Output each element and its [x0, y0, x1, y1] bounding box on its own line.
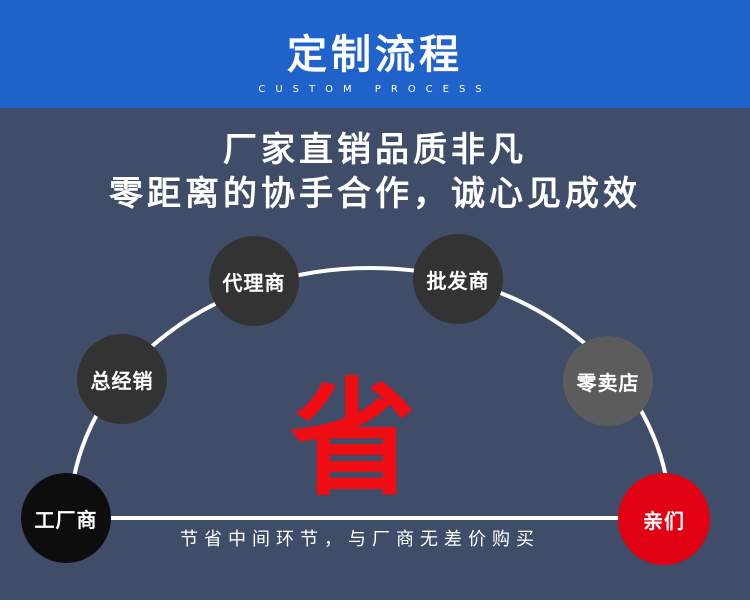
slogan-line-2: 零距离的协手合作，诚心见成效 — [109, 174, 641, 214]
node-general-distributor: 总经销 — [77, 334, 167, 424]
node-label: 工厂商 — [34, 507, 98, 532]
node-wholesaler: 批发商 — [413, 234, 503, 324]
node-agent: 代理商 — [209, 236, 299, 326]
node-factory: 工厂商 — [21, 473, 111, 563]
node-customer: 亲们 — [618, 473, 710, 565]
node-label: 总经销 — [90, 368, 154, 393]
page-subtitle: CUSTOM PROCESS — [258, 84, 492, 95]
bottom-caption: 节省中间环节，与厂商无差价购买 — [180, 529, 540, 550]
slogan-line-1: 厂家直销品质非凡 — [223, 130, 527, 170]
node-label: 代理商 — [222, 270, 286, 295]
header-banner: 定制流程 CUSTOM PROCESS — [0, 0, 750, 108]
node-label: 零卖店 — [576, 370, 640, 395]
node-retail-store: 零卖店 — [563, 336, 653, 426]
page-title: 定制流程 — [287, 32, 463, 78]
node-label: 亲们 — [643, 508, 685, 533]
node-label: 批发商 — [426, 268, 490, 293]
save-character: 省 — [290, 366, 416, 513]
